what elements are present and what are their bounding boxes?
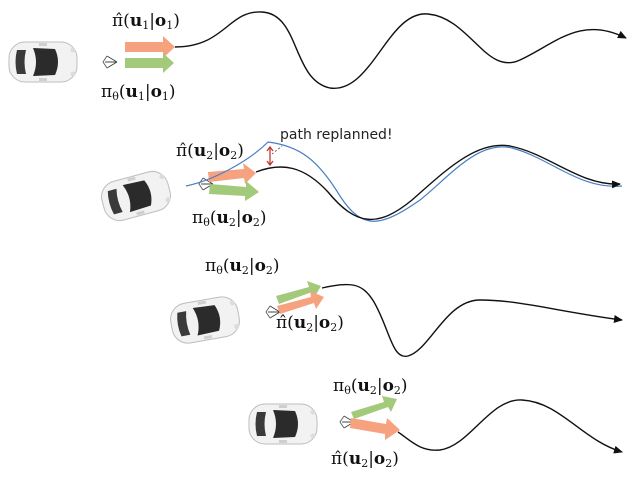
expert-policy-label: π̂(u2|o2) xyxy=(276,313,344,334)
policy-action-arrow xyxy=(125,53,174,73)
expert-policy-label: π̂(u1|o1) xyxy=(112,11,180,32)
annotation-leader xyxy=(271,145,283,155)
deviation-marker xyxy=(266,145,274,167)
original-path xyxy=(255,144,621,221)
policy-action-arrow xyxy=(351,396,397,419)
car-icon xyxy=(97,167,175,225)
learned-policy-label: πθ(u2|o2) xyxy=(333,376,408,397)
expert-policy-label: π̂(u2|o2) xyxy=(331,449,399,470)
car-icon xyxy=(167,293,243,347)
car-icon xyxy=(248,403,318,445)
policy-action-arrow xyxy=(276,281,321,304)
panel-2 xyxy=(97,141,623,225)
learned-policy-label: πθ(u2|o2) xyxy=(192,208,267,229)
learned-policy-label: πθ(u1|o1) xyxy=(101,82,176,103)
panel-1 xyxy=(8,11,627,89)
expert-action-arrow xyxy=(125,36,175,58)
expert-action-arrow xyxy=(277,291,324,314)
replanned-path xyxy=(185,141,623,222)
panel-4 xyxy=(248,396,623,454)
panel-3 xyxy=(167,281,623,357)
planned-path xyxy=(397,399,623,454)
expert-action-arrow xyxy=(208,163,256,184)
learned-policy-label: πθ(u2|o2) xyxy=(205,256,280,277)
expert-action-arrow xyxy=(350,418,400,440)
expert-policy-label: π̂(u2|o2) xyxy=(176,141,244,162)
sensor-icon xyxy=(102,55,118,69)
planned-path xyxy=(174,11,627,89)
car-icon xyxy=(8,41,78,83)
path-replanned-note: path replanned! xyxy=(280,127,393,143)
policy-action-arrow xyxy=(209,181,259,201)
planned-path xyxy=(321,283,623,357)
